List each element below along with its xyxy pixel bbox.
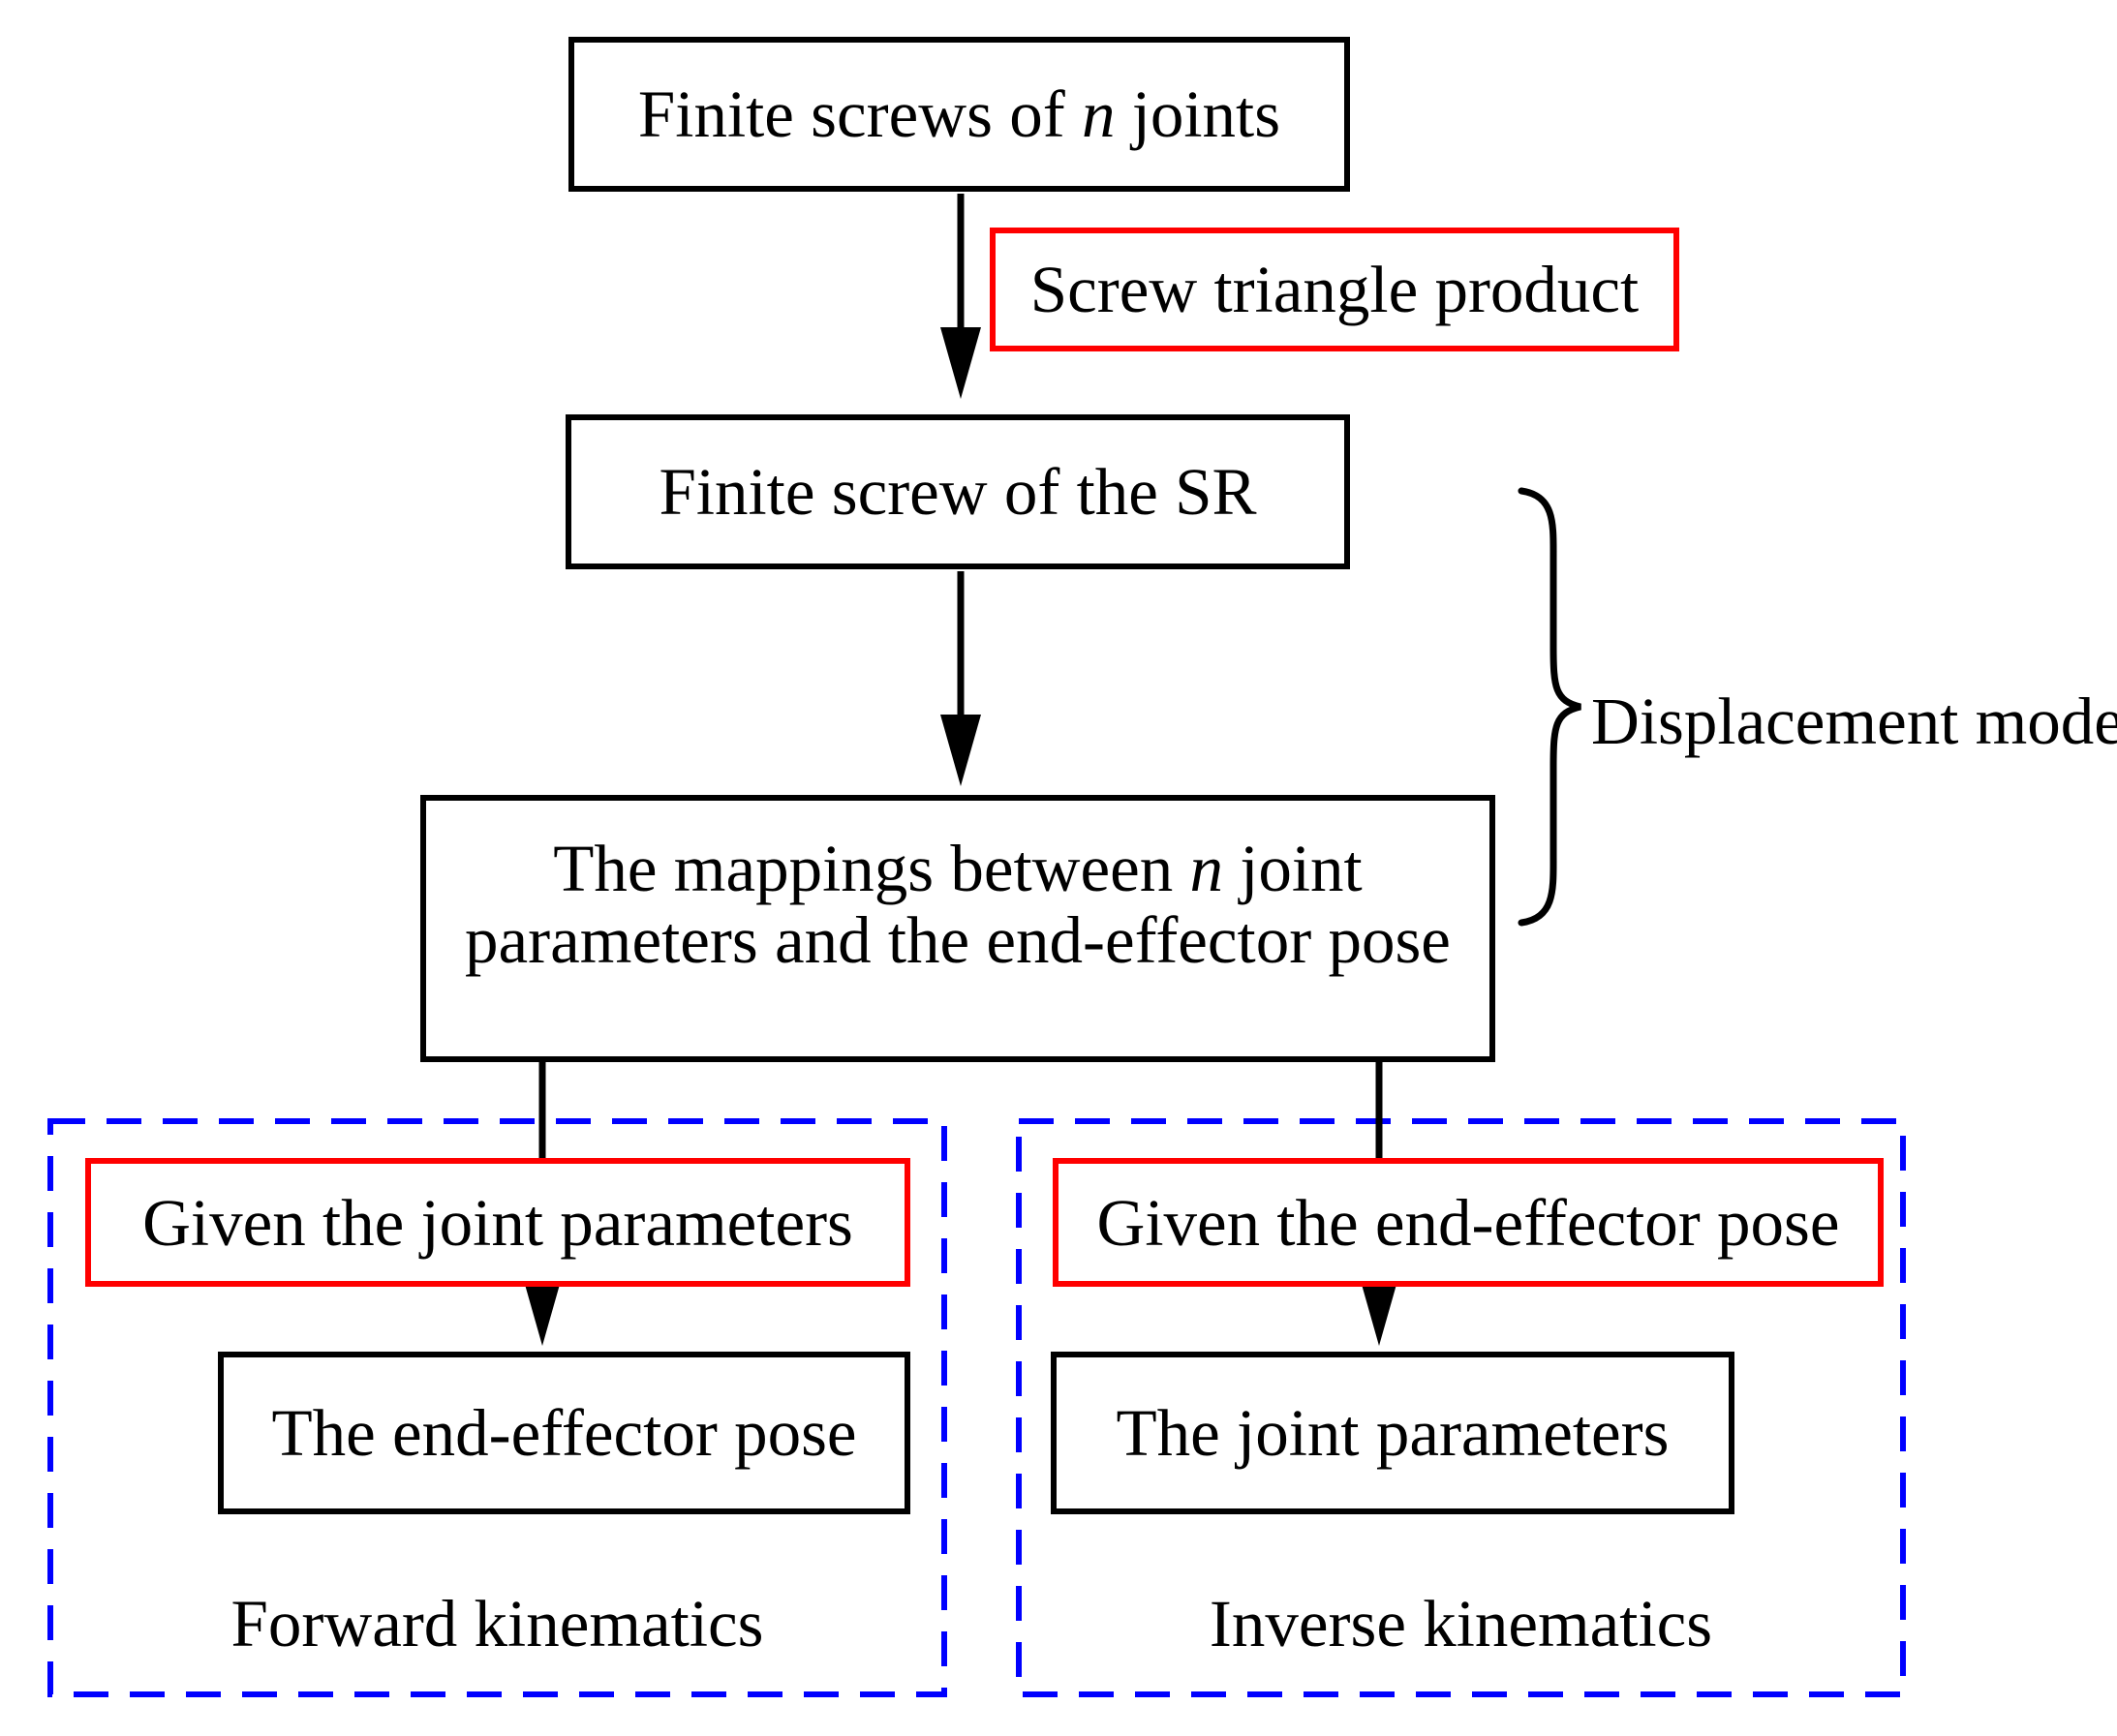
given-joint-parameters-label: Given the joint parameters <box>142 1185 853 1260</box>
mappings-line1-post: joint <box>1222 832 1363 905</box>
given-end-effector-pose-label: Given the end-effector pose <box>1096 1185 1840 1260</box>
finite-screw-sr-label: Finite screw of the SR <box>659 455 1257 529</box>
arrow-mappings-to-pose-head <box>522 1274 563 1346</box>
screw-triangle-product-box: Screw triangle product <box>990 228 1679 351</box>
finite-screws-label-var: n <box>1081 77 1116 151</box>
given-joint-parameters-box: Given the joint parameters <box>85 1158 910 1287</box>
mappings-line1-pre: The mappings between <box>553 832 1190 905</box>
arrow-sr-to-mappings-head <box>940 715 981 786</box>
forward-kinematics-caption: Forward kinematics <box>230 1587 764 1660</box>
finite-screw-sr-box: Finite screw of the SR <box>566 414 1350 569</box>
joint-parameters-label: The joint parameters <box>1116 1396 1670 1470</box>
mappings-label: The mappings between n joint parameters … <box>465 833 1451 976</box>
joint-parameters-box: The joint parameters <box>1051 1352 1734 1514</box>
forward-kinematics-panel-border <box>47 1118 947 1697</box>
arrow-mappings-to-joints-head <box>1359 1274 1399 1346</box>
arrow-screws-to-sr-head <box>940 327 981 399</box>
mappings-label-line1: The mappings between n joint <box>553 832 1362 905</box>
mappings-box: The mappings between n joint parameters … <box>420 795 1495 1062</box>
end-effector-pose-box: The end-effector pose <box>218 1352 910 1514</box>
given-end-effector-pose-box: Given the end-effector pose <box>1053 1158 1884 1287</box>
finite-screws-label-post: joints <box>1115 77 1281 151</box>
finite-screws-box: Finite screws of n joints <box>568 37 1350 192</box>
displacement-model-label: Displacement model <box>1591 685 2117 758</box>
finite-screws-label-pre: Finite screws of <box>637 77 1082 151</box>
displacement-model-brace <box>1518 487 1581 927</box>
end-effector-pose-label: The end-effector pose <box>271 1396 857 1470</box>
inverse-kinematics-caption: Inverse kinematics <box>1209 1587 1713 1660</box>
screw-triangle-product-label: Screw triangle product <box>1029 253 1640 326</box>
mappings-label-line2: parameters and the end-effector pose <box>465 903 1451 977</box>
finite-screws-label: Finite screws of n joints <box>638 78 1280 150</box>
mappings-line1-var: n <box>1189 832 1223 905</box>
